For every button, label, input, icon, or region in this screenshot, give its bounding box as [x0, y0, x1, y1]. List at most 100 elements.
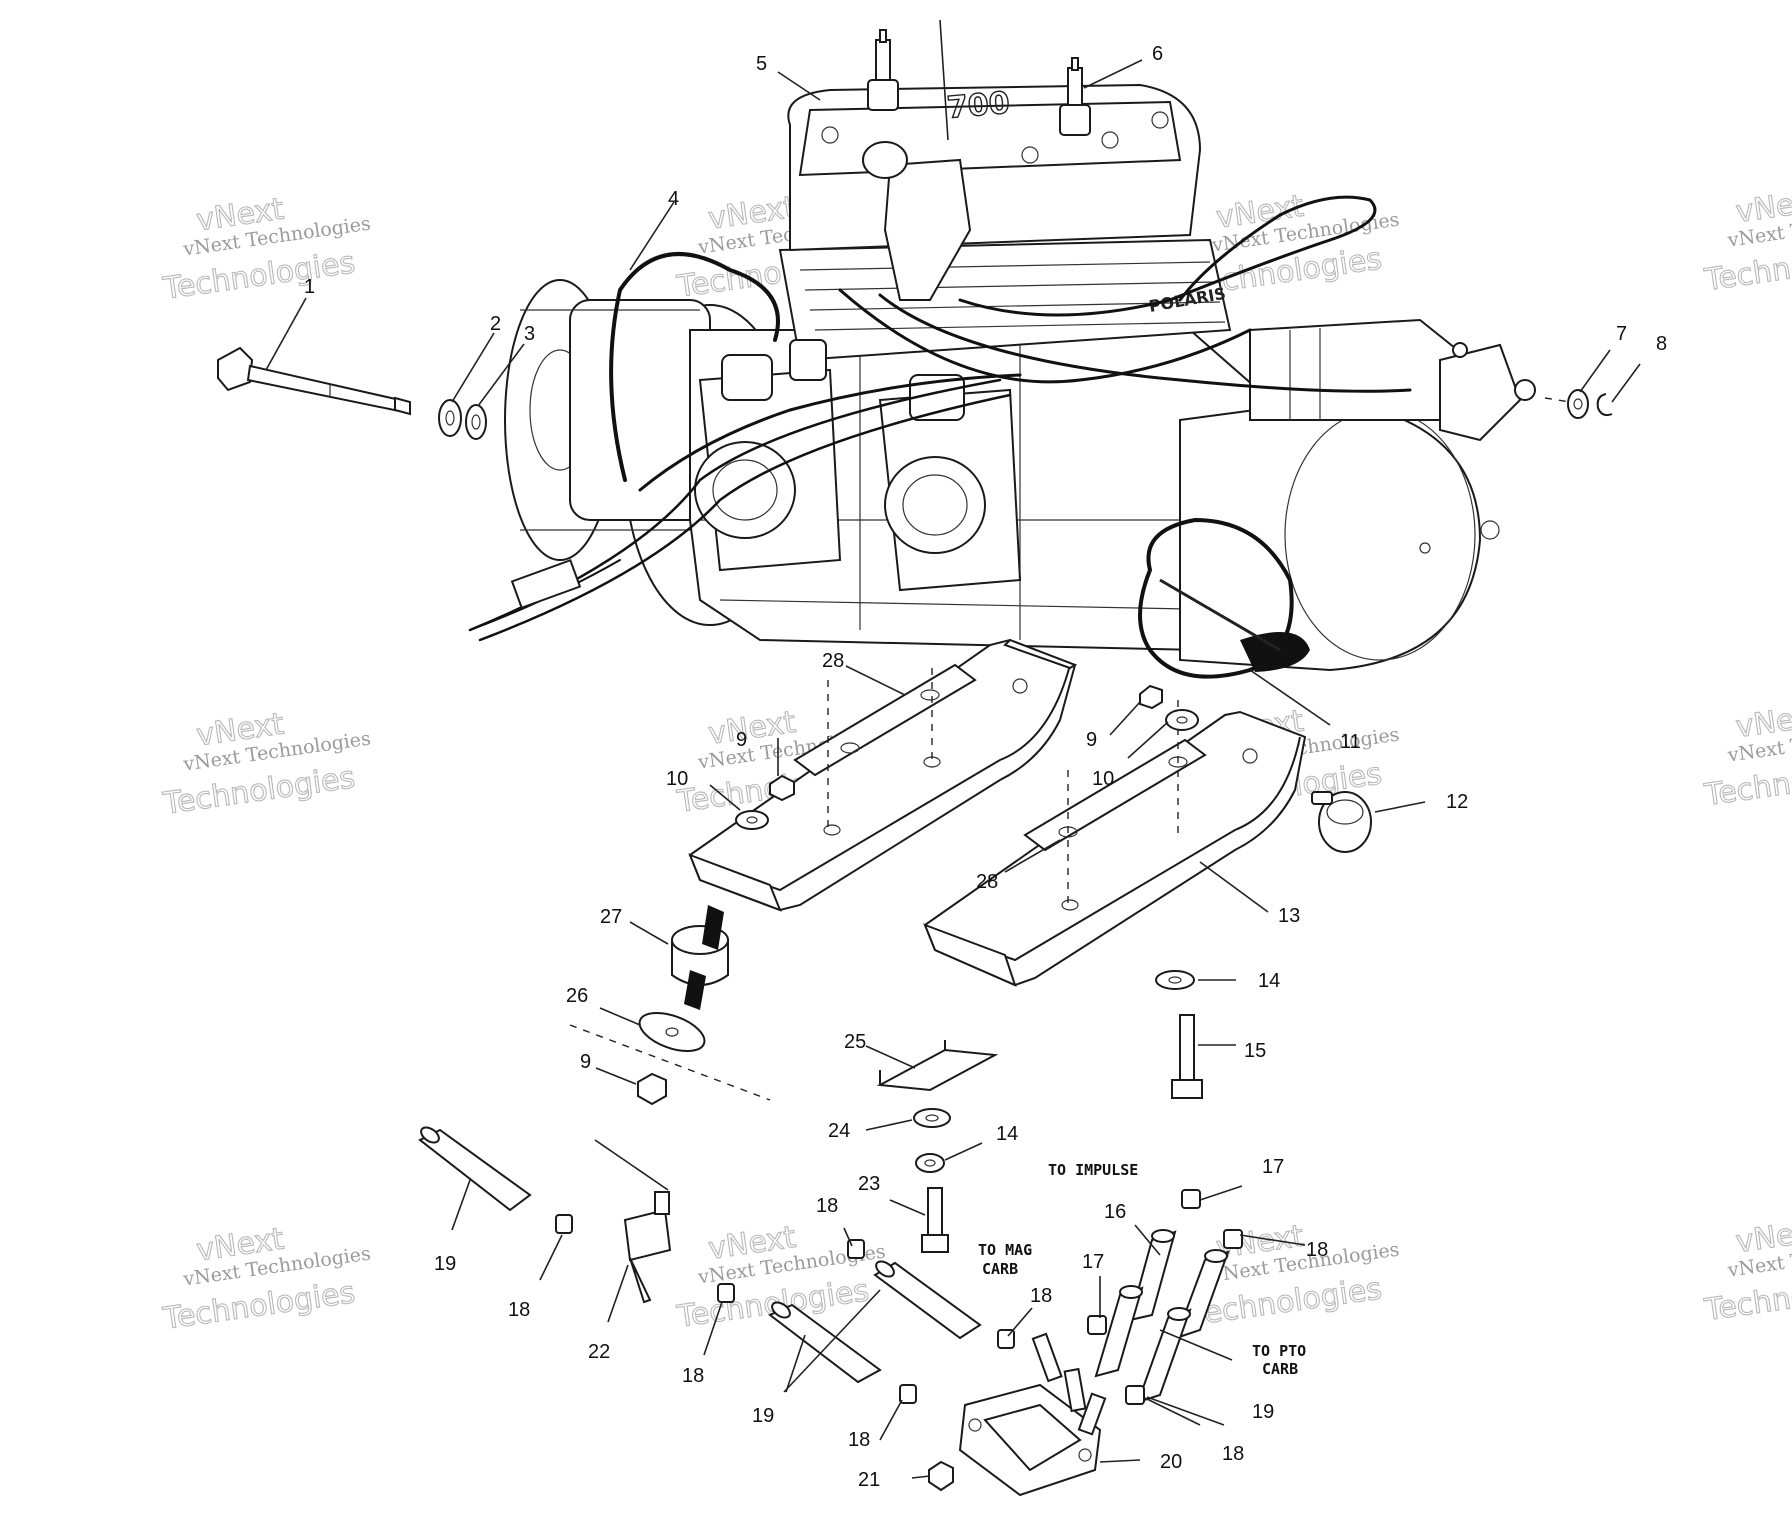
- callout-21: 21: [858, 1469, 880, 1491]
- rubber-mount-27: [671, 905, 729, 1010]
- washer-2: [438, 399, 462, 437]
- fuel-hose-19-left: [418, 1126, 532, 1212]
- callout-9-left: 9: [736, 729, 747, 751]
- callout-28-right: 28: [976, 871, 998, 893]
- callout-28-left: 28: [822, 650, 844, 672]
- clamp-18-b: [717, 1283, 735, 1303]
- spark-plug-pto: [1059, 57, 1091, 136]
- watermark-edge-low: vNext vNext Technologies Technologies: [1701, 1213, 1792, 1329]
- watermark-left-low: vNext vNext Technologies Technologies: [160, 1221, 372, 1337]
- leader-lines: [265, 59, 1641, 1479]
- bolt-15: [1171, 1014, 1203, 1099]
- callout-18-a: 18: [508, 1299, 530, 1321]
- callout-3: 3: [524, 323, 535, 345]
- callout-14-right: 14: [1258, 970, 1280, 992]
- lock-nut-14: [915, 1153, 945, 1173]
- callout-19-center: 19: [752, 1405, 774, 1427]
- spark-plug-mag: [867, 29, 899, 111]
- watermark-left-mid: vNext vNext Technologies Technologies: [160, 706, 372, 822]
- callout-13: 13: [1278, 905, 1300, 927]
- callout-27: 27: [600, 906, 622, 928]
- washer-10-left: [735, 810, 769, 830]
- callout-10-left: 10: [666, 768, 688, 790]
- callout-11: 11: [1340, 731, 1361, 753]
- engine-model-text: 700: [946, 86, 1011, 126]
- callout-18-e: 18: [848, 1429, 870, 1451]
- clamp-18-f: [1223, 1229, 1243, 1249]
- callout-18-d: 18: [1030, 1285, 1052, 1307]
- washer-26: [638, 1011, 706, 1053]
- callout-8: 8: [1656, 333, 1667, 355]
- callout-18-f: 18: [1306, 1239, 1328, 1261]
- watermark-edge-mid: vNext vNext Technologies Technologies: [1701, 698, 1792, 814]
- lock-washer-3: [465, 404, 487, 440]
- starter-motor: [1249, 318, 1472, 421]
- callout-4: 4: [668, 188, 679, 210]
- callout-17-top: 17: [1262, 1156, 1284, 1178]
- mount-bracket-25: [876, 1040, 999, 1092]
- callout-6: 6: [1152, 43, 1163, 65]
- callout-5: 5: [756, 53, 767, 75]
- vent-hose: [609, 252, 780, 482]
- note-to-pto-carb-line2: CARB: [1262, 1360, 1298, 1378]
- engine-assembly: 700 POLARIS: [468, 19, 1536, 679]
- engine-mount-plate-left: [688, 638, 1078, 912]
- callout-18-g: 18: [1222, 1443, 1244, 1465]
- note-to-mag-carb-line2: CARB: [982, 1260, 1018, 1278]
- nut-9-lower: [637, 1072, 667, 1106]
- callout-16: 16: [1104, 1201, 1126, 1223]
- callout-14-center: 14: [996, 1123, 1018, 1145]
- clamp-17-top: [1181, 1189, 1201, 1209]
- note-to-impulse: TO IMPULSE: [1048, 1161, 1138, 1179]
- callout-numbers: 1 2 3 4 5 6 7 8 9 9 9 10 10 11 12 13 14 …: [304, 43, 1667, 1491]
- nut-9-right: [1139, 684, 1163, 710]
- callout-19-left: 19: [434, 1253, 456, 1275]
- routing-notes: TO IMPULSE TO MAG CARB TO PTO CARB: [978, 1161, 1306, 1378]
- callout-18-c: 18: [816, 1195, 838, 1217]
- clamp-18-a: [555, 1214, 573, 1234]
- clamp-18-g: [1125, 1385, 1145, 1405]
- thermostat-housing: [883, 158, 972, 301]
- washer-24: [913, 1108, 951, 1128]
- e-clip-8: [1596, 393, 1613, 417]
- engine-right-cover: [1179, 398, 1482, 672]
- callout-19-right: 19: [1252, 1401, 1274, 1423]
- nut-9-left: [769, 774, 795, 802]
- callout-18-b: 18: [682, 1365, 704, 1387]
- washer-14-right: [1155, 970, 1195, 990]
- fuel-hose-19-upper: [873, 1260, 982, 1340]
- callout-24: 24: [828, 1120, 850, 1142]
- fuel-hose-upper-right: [1094, 1285, 1144, 1378]
- washer-7: [1567, 389, 1589, 419]
- recoil-bracket: [1439, 343, 1522, 442]
- callout-15: 15: [1244, 1040, 1266, 1062]
- callout-22: 22: [588, 1341, 610, 1363]
- washer-10-right: [1165, 709, 1199, 731]
- bolt-23: [921, 1187, 949, 1253]
- clamp-17-lower: [1087, 1315, 1107, 1335]
- callout-20: 20: [1160, 1451, 1182, 1473]
- engine-bolt: [217, 346, 411, 416]
- callout-7: 7: [1616, 323, 1627, 345]
- mount-bracket-damper: [1240, 632, 1310, 672]
- callout-9-right: 9: [1086, 729, 1097, 751]
- callout-12: 12: [1446, 791, 1468, 813]
- watermark-left-top: vNext vNext Technologies Technologies: [160, 191, 372, 307]
- callout-25: 25: [844, 1031, 866, 1053]
- callout-26: 26: [566, 985, 588, 1007]
- throttle-cable-junction: [510, 558, 582, 610]
- callout-9-lower: 9: [580, 1051, 591, 1073]
- callout-17-lower: 17: [1082, 1251, 1104, 1273]
- fuel-hose-19-right: [1136, 1307, 1192, 1404]
- fuel-filter-22: [594, 1139, 672, 1304]
- callout-10-right: 10: [1092, 768, 1114, 790]
- callout-23: 23: [858, 1173, 880, 1195]
- note-to-pto-carb-line1: TO PTO: [1252, 1342, 1306, 1360]
- callout-1: 1: [304, 276, 315, 298]
- nut-21: [928, 1460, 954, 1492]
- fuel-pump-20: [958, 1332, 1107, 1497]
- mount-shim-28-right: [1023, 738, 1207, 852]
- engine-mount-plate-right: [923, 710, 1307, 987]
- carburetor-pto: [878, 374, 1022, 592]
